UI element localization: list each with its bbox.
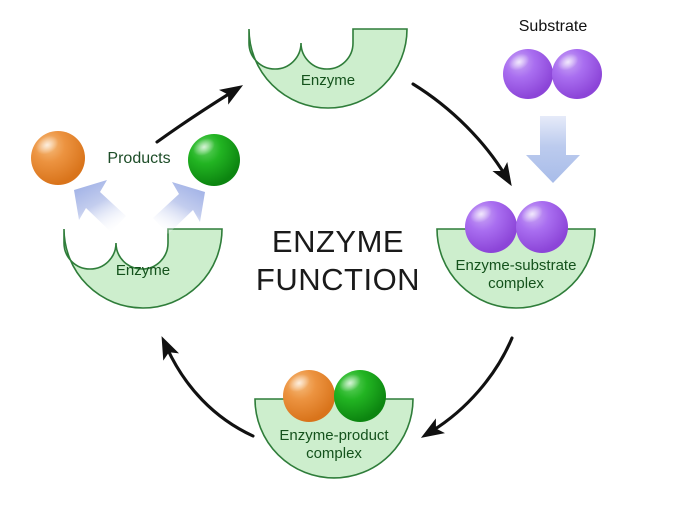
product-sphere-orange [31,131,85,185]
enzyme-top-shape [248,28,408,109]
cycle-arrow-product-complex-to-enzyme [161,336,255,438]
bound-substrate-sphere-left [465,201,517,253]
enzyme-product-label-line2: complex [306,445,362,462]
enzyme-substrate-label-line1: Enzyme-substrate [456,257,577,274]
cycle-arrow-products-to-enzyme [155,85,244,144]
bound-product-sphere-orange [283,370,335,422]
substrate-sphere-left [503,49,553,99]
enzyme-top-label: Enzyme [301,72,355,89]
node-enzyme-substrate-complex: Enzyme-substrate complex [436,201,596,309]
substrate-sphere-right [552,49,602,99]
enzyme-release-shape [63,228,223,309]
substrate-down-arrow [526,116,580,183]
title-line-2: FUNCTION [256,262,420,297]
product-sphere-green [188,134,240,186]
products-label: Products [107,150,170,167]
product-release-arrow-right-shape [153,182,205,234]
bound-substrate-sphere-right [516,201,568,253]
cycle-arrow-substrate-to-product-complex [420,336,514,438]
enzyme-product-shape [254,398,414,479]
enzyme-release-label: Enzyme [116,262,170,279]
node-enzyme-top: Enzyme [248,28,408,109]
enzyme-product-label-line1: Enzyme-product [279,427,389,444]
product-release-arrow-left-shape [74,180,126,232]
node-substrate: Substrate [503,18,602,183]
substrate-label: Substrate [519,18,588,35]
node-enzyme-product-complex: Enzyme-product complex [254,370,414,479]
node-products: Products [31,131,240,234]
enzyme-substrate-label-line2: complex [488,275,544,292]
cycle-arrow-enzyme-to-substrate-complex [411,82,512,187]
title-line-1: ENZYME [272,224,404,259]
diagram-title: ENZYME FUNCTION [256,224,420,297]
bound-product-sphere-green [334,370,386,422]
node-enzyme-release: Enzyme [63,228,223,309]
